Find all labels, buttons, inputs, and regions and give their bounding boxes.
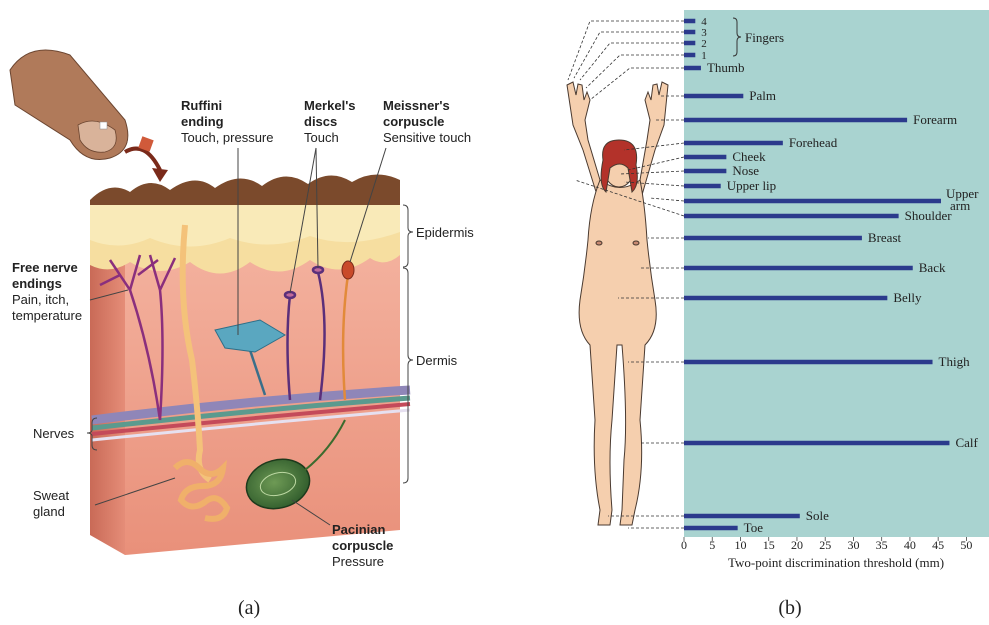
bar-label-nose: Nose [732,163,759,178]
bar-toe [684,526,738,531]
bar-label-calf: Calf [955,435,978,450]
bar-label-shoulder: Shoulder [905,208,953,223]
sweat-gland-line-2: gland [33,504,65,519]
bar-3 [684,30,695,35]
bar-label-forearm: Forearm [913,112,957,127]
bar-label-breast: Breast [868,230,902,245]
meissner-title-2: corpuscle [383,114,444,129]
bar-label-belly: Belly [893,290,922,305]
x-tick-label: 35 [876,538,888,552]
x-tick-label: 40 [904,538,916,552]
ruffini-title-1: Ruffini [181,98,222,113]
bar-breast [684,236,862,241]
bar-palm [684,94,743,99]
bar-nose [684,169,726,174]
bar-label-thigh: Thigh [939,354,971,369]
pacinian-title-1: Pacinian [332,522,386,537]
finger-illustration [10,50,128,160]
bar-forearm [684,118,907,123]
x-axis: 0 5 10 15 20 25 30 35 40 45 50 [681,537,972,552]
x-tick-label: 50 [960,538,972,552]
meissner-title-1: Meissner's [383,98,450,113]
bar-label-palm: Palm [749,88,776,103]
two-point-chart: Fingers 4321ThumbPalmForearmForeheadChee… [567,10,989,619]
merkel-desc: Touch [304,130,339,145]
x-tick-label: 0 [681,538,687,552]
human-body-figure [567,82,668,525]
bar-calf [684,441,949,446]
bar-label-upper-lip: Upper lip [727,178,776,193]
x-tick-label: 45 [932,538,944,552]
magnify-arrow [125,136,168,182]
free-nerve-title-1: Free nerve [12,260,78,275]
bar-label-toe: Toe [744,520,764,535]
bar-2 [684,41,695,46]
x-tick-label: 20 [791,538,803,552]
bar-upper-arm [684,199,941,204]
x-tick-label: 10 [734,538,746,552]
bar-label-thumb: Thumb [707,60,745,75]
bar-thumb [684,66,701,71]
merkel-title-1: Merkel's [304,98,356,113]
fingers-group-label: Fingers [745,30,784,45]
x-tick-label: 15 [763,538,775,552]
free-nerve-desc-2: temperature [12,308,82,323]
caption-b: (b) [778,597,801,619]
merkel-title-2: discs [304,114,337,129]
bar-forehead [684,141,783,146]
bar-shoulder [684,214,899,219]
bar-sole [684,514,800,519]
bar-belly [684,296,887,301]
x-axis-label: Two-point discrimination threshold (mm) [728,555,944,570]
bar-label-back: Back [919,260,946,275]
caption-a: (a) [238,597,260,619]
x-tick-label: 25 [819,538,831,552]
x-tick-label: 5 [709,538,715,552]
bar-label-cheek: Cheek [732,149,766,164]
meissner-desc: Sensitive touch [383,130,471,145]
skin-surface [90,174,400,205]
nerves-label: Nerves [33,426,75,441]
bar-cheek [684,155,726,160]
bar-label-2: 2 [701,38,707,50]
dermis-label: Dermis [416,353,458,368]
x-tick-label: 30 [847,538,859,552]
bar-back [684,266,913,271]
free-nerve-desc-1: Pain, itch, [12,292,69,307]
sweat-gland-line-1: Sweat [33,488,70,503]
epidermis-label: Epidermis [416,225,474,240]
bar-upper-lip [684,184,721,189]
bar-label-sole: Sole [806,508,829,523]
bar-1 [684,53,695,58]
bar-thigh [684,360,933,365]
ruffini-desc: Touch, pressure [181,130,274,145]
pacinian-desc: Pressure [332,554,384,569]
bar-4 [684,19,695,24]
bar-label-forehead: Forehead [789,135,838,150]
pacinian-title-2: corpuscle [332,538,393,553]
skin-diagram: Ruffini ending Touch, pressure Merkel's … [10,50,474,619]
free-nerve-title-2: endings [12,276,62,291]
ruffini-title-2: ending [181,114,224,129]
